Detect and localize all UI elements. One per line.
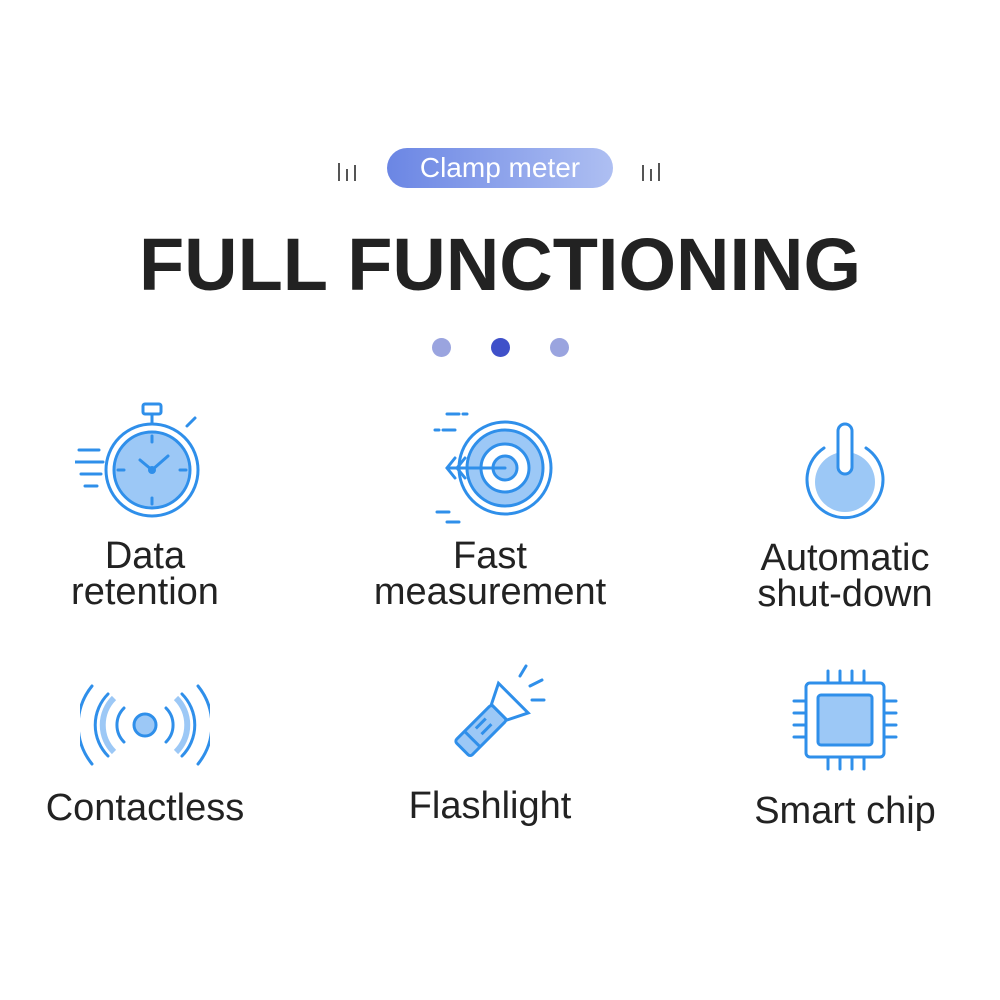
chip-icon xyxy=(792,669,898,771)
pagination-dot-2[interactable] xyxy=(490,338,510,357)
feature-label: Flashlight xyxy=(408,785,572,827)
feature-smart-chip: Smart chip xyxy=(695,665,995,832)
tick-marks-right-icon xyxy=(642,163,660,181)
stopwatch-icon xyxy=(75,402,200,518)
feature-label: Data retention xyxy=(71,535,219,613)
feature-label: Fast measurement xyxy=(373,535,607,613)
target-icon xyxy=(433,412,553,524)
feature-fast-measurement: Fast measurement xyxy=(340,408,640,613)
feature-data-retention: Data retention xyxy=(0,398,295,613)
pagination-dot-3[interactable] xyxy=(549,338,569,357)
feature-automatic-shutdown: Automatic shut-down xyxy=(695,420,995,615)
feature-contactless: Contactless xyxy=(0,680,295,829)
contactless-icon xyxy=(80,684,210,766)
feature-flashlight: Flashlight xyxy=(340,660,640,827)
feature-label: Smart chip xyxy=(754,790,936,832)
pagination-dots xyxy=(0,338,1000,357)
header-tag-row: Clamp meter xyxy=(0,148,1000,188)
tick-marks-left-icon xyxy=(338,163,356,181)
flashlight-icon xyxy=(454,664,546,758)
feature-label: Automatic shut-down xyxy=(757,537,933,615)
category-badge: Clamp meter xyxy=(387,148,613,188)
pagination-dot-1[interactable] xyxy=(431,338,451,357)
feature-label: Contactless xyxy=(45,787,245,829)
power-icon xyxy=(805,422,885,520)
page-title: FULL FUNCTIONING xyxy=(138,223,862,306)
